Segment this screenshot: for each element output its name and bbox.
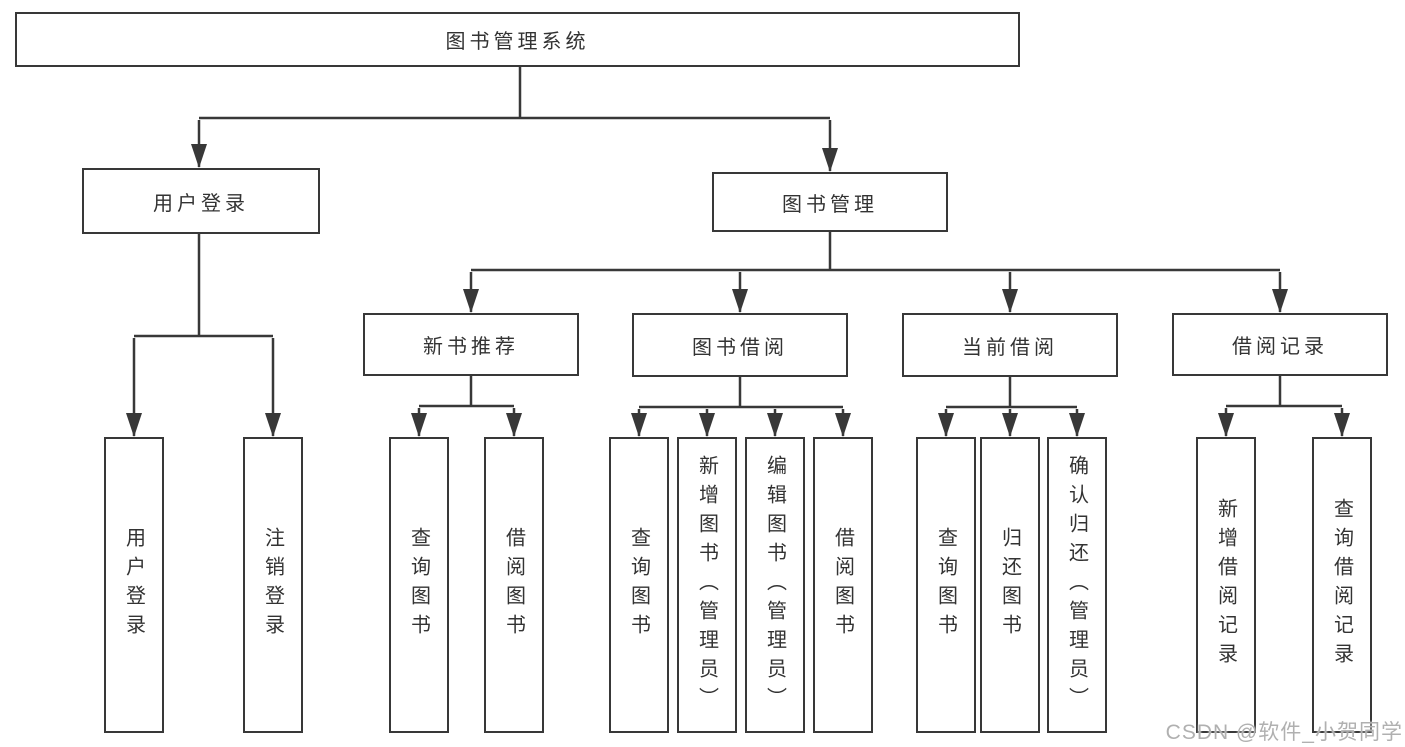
leaf-query-books-current: 查询图书 <box>916 437 976 733</box>
leaf-query-borrow-record: 查询借阅记录 <box>1312 437 1372 733</box>
connector-book-borrowing-children <box>631 377 851 437</box>
connector-current-borrowing-children <box>938 377 1085 437</box>
leaf-logout: 注销登录 <box>243 437 303 733</box>
csdn-watermark: CSDN @软件_小贺同学 <box>1165 721 1403 744</box>
leaf-add-book-admin: 新增图书（管理员） <box>677 437 737 733</box>
connector-root-to-level2 <box>191 67 838 172</box>
node-book-management: 图书管理 <box>712 172 948 232</box>
leaf-borrow-books-borrowing: 借阅图书 <box>813 437 873 733</box>
connector-new-book-children <box>411 376 522 437</box>
leaf-query-books-borrowing: 查询图书 <box>609 437 669 733</box>
node-book-borrowing: 图书借阅 <box>632 313 848 377</box>
leaf-user-login: 用户登录 <box>104 437 164 733</box>
connector-borrow-records-children <box>1218 376 1350 437</box>
connector-user-login-children <box>126 233 281 437</box>
leaf-confirm-return-admin: 确认归还（管理员） <box>1047 437 1107 733</box>
node-current-borrowing: 当前借阅 <box>902 313 1118 377</box>
leaf-query-books-newbook: 查询图书 <box>389 437 449 733</box>
connector-book-management-to-level3 <box>463 232 1288 313</box>
leaf-borrow-books-newbook: 借阅图书 <box>484 437 544 733</box>
node-user-login: 用户登录 <box>82 168 320 234</box>
leaf-return-books: 归还图书 <box>980 437 1040 733</box>
leaf-add-borrow-record: 新增借阅记录 <box>1196 437 1256 733</box>
leaf-edit-book-admin: 编辑图书（管理员） <box>745 437 805 733</box>
node-new-book-recommend: 新书推荐 <box>363 313 579 376</box>
node-borrow-records: 借阅记录 <box>1172 313 1388 376</box>
node-library-system: 图书管理系统 <box>15 12 1020 67</box>
